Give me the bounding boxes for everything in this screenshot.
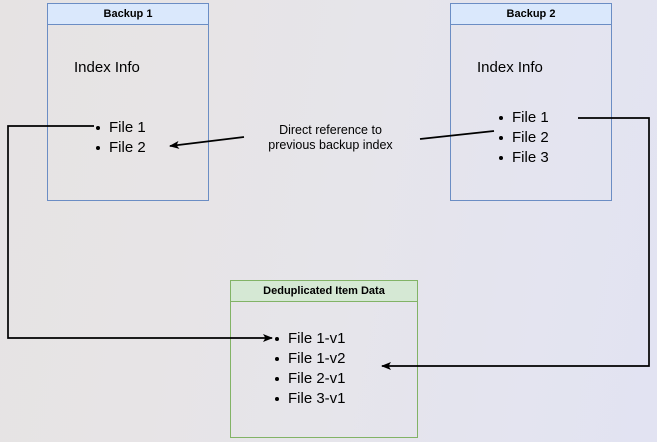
node-dedup-body: File 1-v1 File 1-v2 File 2-v1 File 3-v1 bbox=[231, 302, 417, 436]
node-backup-2-index-label: Index Info bbox=[477, 59, 543, 76]
list-item: File 2-v1 bbox=[273, 369, 346, 389]
node-backup-1-file-list: File 1 File 2 bbox=[94, 118, 146, 158]
node-backup-2-header: Backup 2 bbox=[451, 4, 611, 25]
list-item: File 2 bbox=[497, 128, 549, 148]
node-backup-2[interactable]: Backup 2 Index Info File 1 File 2 File 3 bbox=[450, 3, 612, 201]
node-dedup-header: Deduplicated Item Data bbox=[231, 281, 417, 302]
list-item: File 1-v2 bbox=[273, 349, 346, 369]
node-deduplicated-item-data[interactable]: Deduplicated Item Data File 1-v1 File 1-… bbox=[230, 280, 418, 438]
edge-label-direct-reference: Direct reference to previous backup inde… bbox=[268, 123, 393, 152]
list-item: File 1 bbox=[94, 118, 146, 138]
list-item: File 3 bbox=[497, 148, 549, 168]
list-item: File 1 bbox=[497, 108, 549, 128]
node-backup-1-header: Backup 1 bbox=[48, 4, 208, 25]
list-item: File 3-v1 bbox=[273, 389, 346, 409]
list-item: File 1-v1 bbox=[273, 329, 346, 349]
node-dedup-file-list: File 1-v1 File 1-v2 File 2-v1 File 3-v1 bbox=[273, 329, 346, 409]
node-backup-2-file-list: File 1 File 2 File 3 bbox=[497, 108, 549, 168]
node-backup-1-index-label: Index Info bbox=[74, 59, 140, 76]
list-item: File 2 bbox=[94, 138, 146, 158]
node-backup-2-body: Index Info File 1 File 2 File 3 bbox=[451, 25, 611, 199]
node-backup-1[interactable]: Backup 1 Index Info File 1 File 2 bbox=[47, 3, 209, 201]
node-backup-1-body: Index Info File 1 File 2 bbox=[48, 25, 208, 199]
